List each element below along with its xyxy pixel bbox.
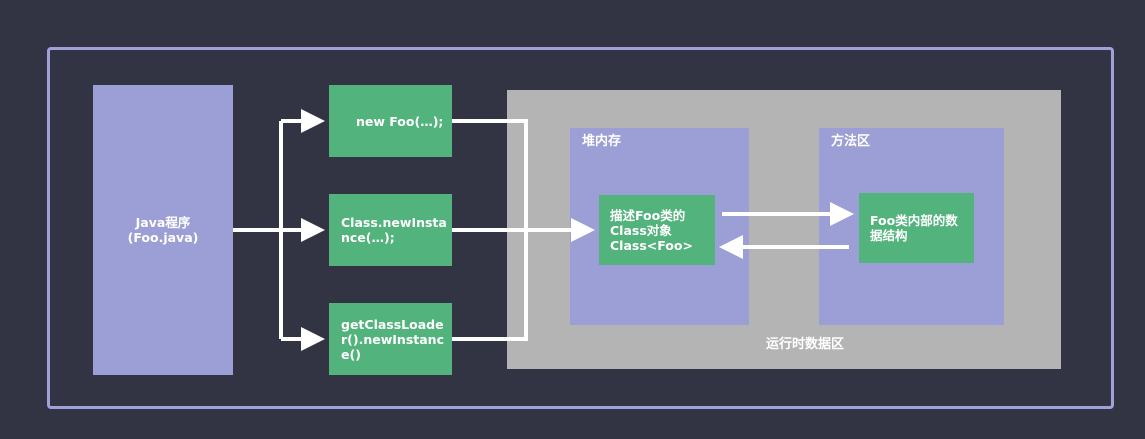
foo-internal-structure-label: Foo类内部的数 据结构 (870, 213, 958, 243)
class-newinstance-label: Class.newInsta nce(…); (341, 215, 447, 245)
outer-frame (47, 47, 1114, 409)
classloader-newinstance-label: getClassLoade r().newInstanc e() (341, 316, 444, 362)
classloader-newinstance-box: getClassLoade r().newInstanc e() (329, 303, 452, 375)
foo-internal-structure-box: Foo类内部的数 据结构 (859, 193, 974, 263)
heap-memory-title: 堆内存 (582, 134, 622, 149)
new-foo-box: new Foo(…); (329, 85, 452, 157)
class-object-label: 描述Foo类的 Class对象 Class<Foo> (610, 207, 693, 253)
class-object-box: 描述Foo类的 Class对象 Class<Foo> (599, 195, 715, 265)
runtime-data-area-label: 运行时数据区 (766, 337, 845, 352)
method-area-title: 方法区 (831, 134, 871, 149)
java-program-label: Java程序 (Foo.java) (127, 215, 199, 245)
class-newinstance-box: Class.newInsta nce(…); (329, 194, 452, 266)
new-foo-label: new Foo(…); (356, 113, 444, 129)
java-program-box: Java程序 (Foo.java) (93, 85, 233, 375)
